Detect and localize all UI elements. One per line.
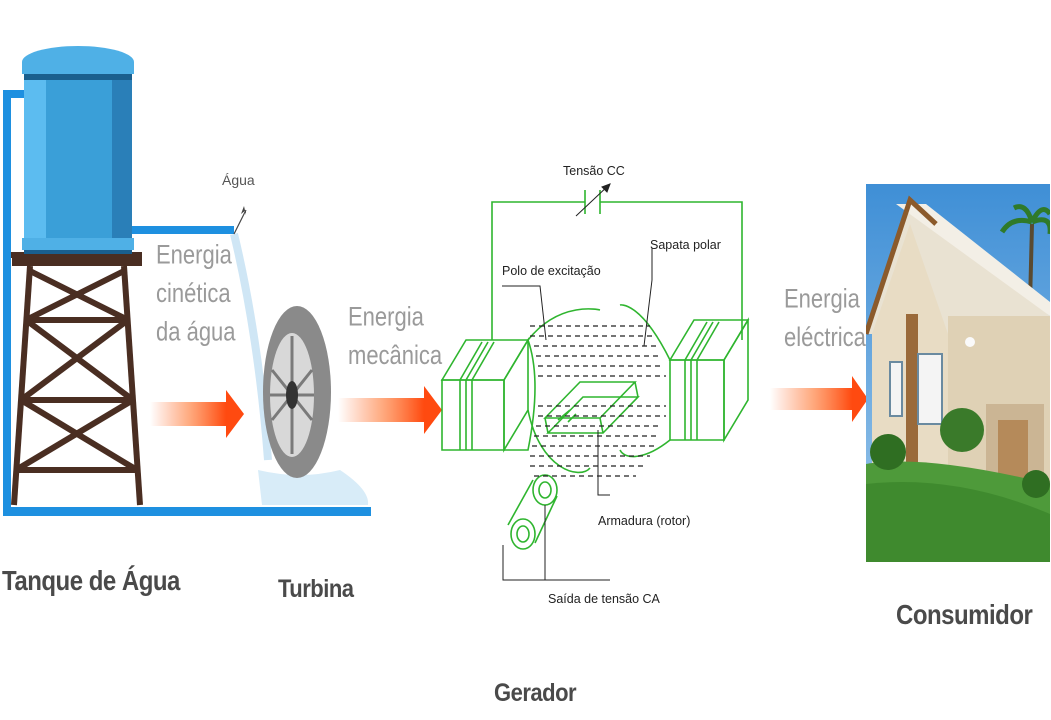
tank-body [22, 46, 134, 254]
excitation-pole-label: Polo de excitação [502, 264, 601, 278]
turbine-label: Turbina [278, 574, 354, 603]
water-label: Água [222, 172, 255, 188]
house-image [866, 184, 1050, 562]
dc-voltage-label: Tensão CC [563, 164, 625, 178]
tank-tower [11, 252, 143, 506]
pole-shoe-label: Sapata polar [650, 238, 721, 252]
water-tank-illustration [3, 46, 371, 516]
water-pipe [3, 90, 371, 516]
turbine-wheel-icon [263, 306, 331, 478]
generator-label: Gerador [494, 678, 577, 707]
water-jet-icon [230, 206, 369, 505]
energy-mechanical-label: Energia mecânica [348, 301, 443, 370]
generator-diagram [440, 183, 750, 581]
armature-label: Armadura (rotor) [598, 514, 691, 528]
consumer-label: Consumidor [896, 600, 1033, 632]
energy-kinetic-label: Energia cinética da água [156, 239, 236, 347]
ac-output-label: Saída de tensão CA [548, 592, 660, 606]
arrow-electrical-icon [770, 376, 868, 422]
energy-electrical-label: Energia eléctrica [784, 283, 866, 352]
tank-label: Tanque de Água [2, 566, 180, 598]
